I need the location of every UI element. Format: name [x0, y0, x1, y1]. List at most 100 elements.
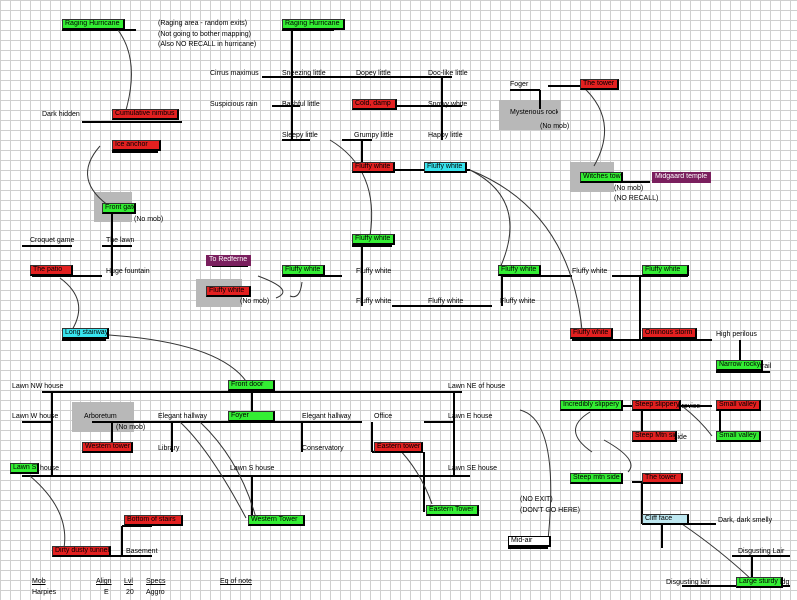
node-western-tower[interactable]: Western Tower [248, 515, 305, 526]
label-suspicious-rain: Suspicious rain [210, 101, 258, 108]
label-fluffy-white-t5: Fluffy white [500, 298, 536, 305]
node-front-gate[interactable]: Front gate [102, 203, 136, 214]
label-lawn-nw: Lawn NW house [12, 383, 64, 390]
label-snowy-white: Snowy white [428, 101, 468, 108]
node-lawn-sw[interactable]: Lawn SW [10, 463, 39, 474]
label-lawn-se: Lawn SE house [448, 465, 498, 472]
label-no-recall-hurricane: (Also NO RECALL in hurricane) [158, 41, 257, 48]
node-long-stairway[interactable]: Long stairway [62, 328, 109, 339]
node-steep-mtn-side-red[interactable]: Steep Mtn side [632, 431, 677, 442]
node-eastern-tower[interactable]: Eastern Tower [426, 505, 479, 516]
label-no-mob-fluffy: (No mob) [240, 298, 270, 305]
node-cumulative-nimbus[interactable]: Cumulative nimbus [112, 109, 179, 120]
node-ice-anchor[interactable]: Ice anchor [112, 140, 161, 151]
node-steep-slippery[interactable]: Steep slippery [632, 400, 681, 411]
node-fluffy-white-red2[interactable]: Fluffy white [570, 328, 613, 339]
label-arboretum: Arboretum [84, 413, 117, 420]
label-no-mob-gate: (No mob) [134, 216, 164, 223]
label-cirrus-maximus: Cirrus maximus [210, 70, 259, 77]
label-huge-fountain: Huge fountain [106, 268, 150, 275]
highlight-arboretum [72, 402, 134, 432]
label-conservatory: Conservatory [302, 445, 344, 452]
legend-header-lvl: Lvl [124, 578, 133, 585]
label-dark-hidden: Dark hidden [42, 111, 80, 118]
legend-row-mob: Harpies [32, 589, 57, 596]
node-fluffy-white-cyan[interactable]: Fluffy white [424, 162, 467, 173]
node-fluffy-white-g2[interactable]: Fluffy white [282, 265, 325, 276]
label-sneezing-little: Sneezing little [282, 70, 326, 77]
node-mid-air[interactable]: Mid-air [508, 536, 551, 547]
label-mtn-side-suffix: side [674, 434, 687, 441]
label-library: Library [158, 445, 180, 452]
label-no-recall: (NO RECALL) [614, 195, 659, 202]
node-western-tower-red[interactable]: Western tower [82, 442, 133, 453]
node-steep-mtn-side[interactable]: Steep mtn side [570, 473, 623, 484]
node-ominous-storm[interactable]: Ominous storm [642, 328, 697, 339]
node-incredibly-slippery[interactable]: Incredibly slippery [560, 400, 623, 411]
label-rocky-trail: trail [760, 363, 772, 370]
node-dirty-dusty-tunnel[interactable]: Dirty dusty tunnel [52, 546, 111, 557]
legend-header-mob: Mob [32, 578, 46, 585]
node-fluffy-white-red[interactable]: Fluffy white [352, 162, 395, 173]
node-mysterious-rock[interactable]: Mysterious rock [508, 109, 558, 117]
node-cold-damp[interactable]: Cold, damp [352, 99, 397, 110]
node-small-valley-red[interactable]: Small valley [716, 400, 761, 411]
label-no-mob-witch: (No mob) [614, 185, 644, 192]
label-lawn-ne: Lawn NE of house [448, 383, 506, 390]
node-eastern-tower-red[interactable]: Eastern tower [374, 442, 423, 453]
node-fluffy-white-door[interactable]: Fluffy white [206, 286, 251, 297]
legend-header-align: Align [96, 578, 112, 585]
label-fluffy-white-t1: Fluffy white [356, 268, 392, 275]
node-front-door[interactable]: Front door [228, 380, 275, 391]
label-sleepy-little: Sleepy little [282, 132, 318, 139]
label-dopey-little: Dopey little [356, 70, 391, 77]
legend-row-align: E [104, 589, 109, 596]
label-dont-go: (DON'T GO HERE) [520, 507, 580, 514]
legend-row-lvl: 20 [126, 589, 134, 596]
label-happy-little: Happy little [428, 132, 463, 139]
label-no-mob-rock: (No mob) [540, 123, 570, 130]
label-lawn-sw-suffix: house [40, 465, 60, 472]
label-crevice: crevice [678, 403, 701, 410]
label-raging-area: (Raging area - random exits) [158, 20, 248, 27]
node-the-tower-2[interactable]: The tower [642, 473, 683, 484]
node-bottom-of-stairs[interactable]: Bottom of stairs [124, 515, 183, 526]
node-fluffy-white-g3[interactable]: Fluffy white [498, 265, 541, 276]
label-no-exit: (NO EXIT) [520, 496, 553, 503]
node-large-sturdy[interactable]: Large sturdy [736, 577, 783, 588]
label-lawn-s: Lawn S house [230, 465, 275, 472]
label-fluffy-white-t2: Fluffy white [572, 268, 608, 275]
label-lawn-e: Lawn E house [448, 413, 493, 420]
node-the-tower[interactable]: The tower [580, 79, 619, 90]
label-doc-like-little: Doc-like little [428, 70, 468, 77]
node-midgaard-temple[interactable]: Midgaard temple [652, 172, 711, 183]
label-elegant-hallway-1: Elegant hallway [158, 413, 208, 420]
legend-header-eq: Eq of note [220, 578, 252, 585]
node-witches-tower[interactable]: Witches tower [580, 172, 623, 183]
label-fogger: Foger [510, 81, 529, 88]
label-bashful-little: Bashful little [282, 101, 320, 108]
node-to-redferne[interactable]: To Redferne [206, 255, 251, 266]
label-not-mapping: (Not going to bother mapping) [158, 31, 251, 38]
node-fluffy-white-g1[interactable]: Fluffy white [352, 234, 395, 245]
label-disgusting-lair-1: Disgusting Lair [738, 548, 785, 555]
label-no-mob-arb: (No mob) [116, 424, 146, 431]
node-small-valley[interactable]: Small valley [716, 431, 761, 442]
node-narrow-rocky[interactable]: Narrow rocky [716, 360, 763, 371]
label-the-lawn: The lawn [106, 237, 135, 244]
label-fluffy-white-t3: Fluffy white [356, 298, 392, 305]
label-dark-dark-smelly: Dark, dark smelly [718, 517, 773, 524]
label-grumpy-little: Grumpy little [354, 132, 394, 139]
node-foyer-house[interactable]: Foyer [228, 411, 275, 422]
node-fluffy-white-g4[interactable]: Fluffy white [642, 265, 689, 276]
label-sturdy-suffix: ldg [780, 579, 790, 586]
label-fluffy-white-t4: Fluffy white [428, 298, 464, 305]
label-disgusting-lair-2: Disgusting lair [666, 579, 710, 586]
label-elegant-hallway-2: Elegant hallway [302, 413, 352, 420]
node-cliff-face[interactable]: Cliff face [642, 514, 689, 525]
node-raging-hurricane-1[interactable]: Raging Hurricane [62, 19, 125, 30]
node-the-patio[interactable]: The patio [30, 265, 73, 276]
node-raging-hurricane-2[interactable]: Raging Hurricane [282, 19, 345, 30]
